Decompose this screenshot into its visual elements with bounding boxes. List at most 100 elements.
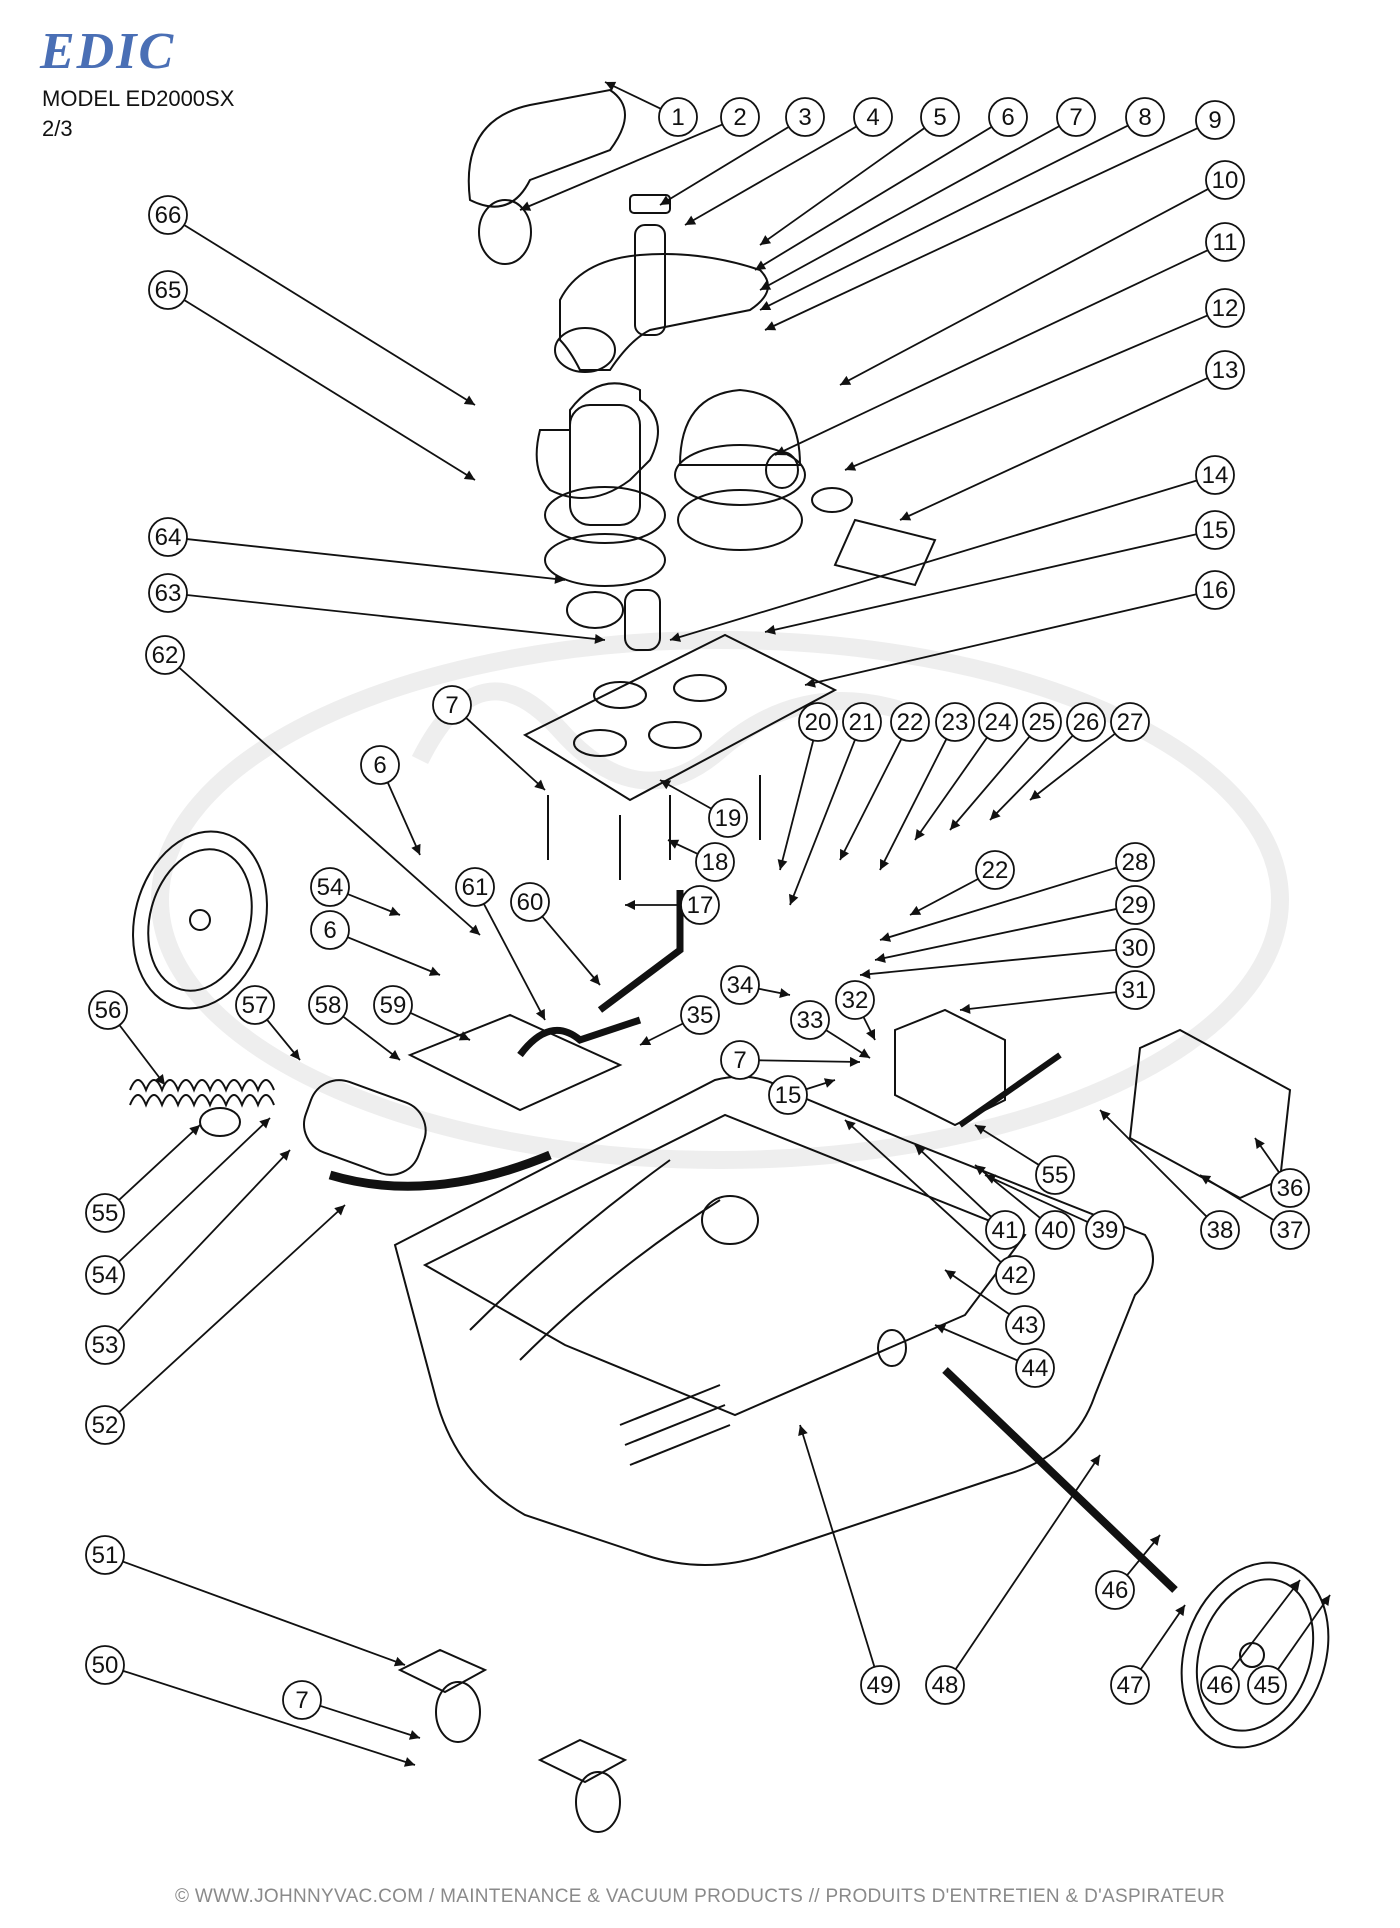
callout-number: 32: [842, 987, 869, 1014]
leader-arrowhead: [289, 1049, 300, 1060]
callout-number: 10: [1212, 167, 1239, 194]
callout-24: 24: [914, 702, 1018, 841]
callout-6b: 6: [360, 745, 421, 856]
manifold: [559, 253, 769, 371]
callout-42: 42: [844, 1119, 1035, 1295]
callout-66: 66: [148, 195, 476, 406]
callout-circle: [1270, 1168, 1310, 1208]
callout-number: 22: [982, 857, 1009, 884]
leader-arrowhead: [520, 201, 532, 211]
callout-58: 58: [308, 985, 401, 1061]
leader-arrowhead: [915, 1145, 926, 1156]
leader-arrowhead: [554, 573, 565, 584]
leader-line: [183, 299, 476, 481]
leader-line: [347, 936, 441, 976]
callout-circle: [925, 1665, 965, 1705]
callout-63: 63: [148, 573, 606, 644]
callout-circle: [85, 1325, 125, 1365]
callout-circle: [988, 97, 1028, 137]
leader-line: [669, 479, 1198, 641]
leader-arrowhead: [463, 395, 475, 405]
callout-19: 19: [659, 779, 748, 838]
leader-arrowhead: [990, 809, 1001, 820]
callout-18: 18: [667, 839, 735, 882]
leader-line: [844, 1119, 1002, 1263]
leader-arrowhead: [411, 843, 421, 855]
callout-circle: [308, 985, 348, 1025]
callout-54b: 54: [85, 1117, 271, 1295]
callout-circle: [85, 1193, 125, 1233]
leader-line: [386, 781, 421, 856]
callout-number: 9: [1208, 107, 1221, 134]
callout-number: 14: [1202, 462, 1229, 489]
callout-44: 44: [934, 1324, 1055, 1388]
callout-circle: [148, 195, 188, 235]
callout-circle: [148, 270, 188, 310]
leader-line: [465, 717, 546, 791]
leader-arrowhead: [765, 624, 776, 635]
callout-circle: [1247, 1665, 1287, 1705]
callout-number: 11: [1213, 229, 1238, 256]
callout-14: 14: [669, 455, 1235, 642]
leader-line: [949, 735, 1031, 831]
callout-circle: [842, 702, 882, 742]
callout-57: 57: [235, 985, 301, 1061]
callout-37: 37: [1199, 1174, 1310, 1250]
callout-number: 43: [1012, 1312, 1039, 1339]
callout-circle: [1066, 702, 1106, 742]
callout-circle: [1005, 1305, 1045, 1345]
leader-line: [909, 878, 979, 916]
leader-arrowhead: [640, 1036, 652, 1045]
leader-line: [1199, 1174, 1275, 1221]
leader-arrowhead: [660, 195, 672, 205]
callout-number: 1: [671, 104, 684, 131]
leader-arrowhead: [1255, 1138, 1265, 1150]
pump-plate: [407, 1013, 623, 1112]
exhaust-hose: [467, 88, 626, 208]
callout-circle: [720, 965, 760, 1005]
callout-1: 1: [604, 81, 698, 137]
callout-circle: [1085, 1210, 1125, 1250]
callout-number: 15: [1202, 517, 1229, 544]
leader-arrowhead: [845, 461, 857, 471]
leader-arrowhead: [760, 301, 772, 310]
leader-line: [1230, 1579, 1301, 1671]
callout-circle: [768, 1075, 808, 1115]
callout-number: 25: [1029, 709, 1056, 736]
callout-circle: [510, 882, 550, 922]
callout-28: 28: [879, 842, 1155, 942]
callout-number: 36: [1277, 1175, 1304, 1202]
leader-line: [1140, 1604, 1186, 1670]
callout-circle: [1195, 510, 1235, 550]
callout-number: 30: [1122, 935, 1149, 962]
callout-number: 39: [1092, 1217, 1119, 1244]
solenoid-rod: [958, 1052, 1062, 1128]
leader-arrowhead: [1090, 1455, 1100, 1467]
leader-arrowhead: [798, 1425, 808, 1437]
callout-number: 60: [517, 889, 544, 916]
callout-56: 56: [88, 990, 166, 1086]
callout-number: 18: [702, 849, 729, 876]
callout-number: 56: [95, 997, 122, 1024]
callout-number: 15: [775, 1082, 802, 1109]
leader-arrowhead: [1289, 1580, 1300, 1591]
leader-arrowhead: [760, 280, 772, 290]
callout-number: 19: [715, 805, 742, 832]
leader-line: [684, 125, 857, 226]
callout-circle: [720, 1040, 760, 1080]
callout-circle: [1195, 570, 1235, 610]
leader-arrowhead: [403, 1757, 415, 1767]
leader-line: [989, 734, 1074, 821]
callout-circle: [1056, 97, 1096, 137]
callout-27: 27: [1029, 702, 1150, 801]
callout-number: 49: [867, 1672, 894, 1699]
motor-plate: [522, 633, 838, 880]
callout-7a: 7: [759, 97, 1096, 291]
page-number: 2/3: [42, 116, 73, 141]
leader-arrowhead: [765, 321, 777, 331]
leader-arrowhead: [975, 1165, 986, 1176]
callout-circle: [282, 1680, 322, 1720]
